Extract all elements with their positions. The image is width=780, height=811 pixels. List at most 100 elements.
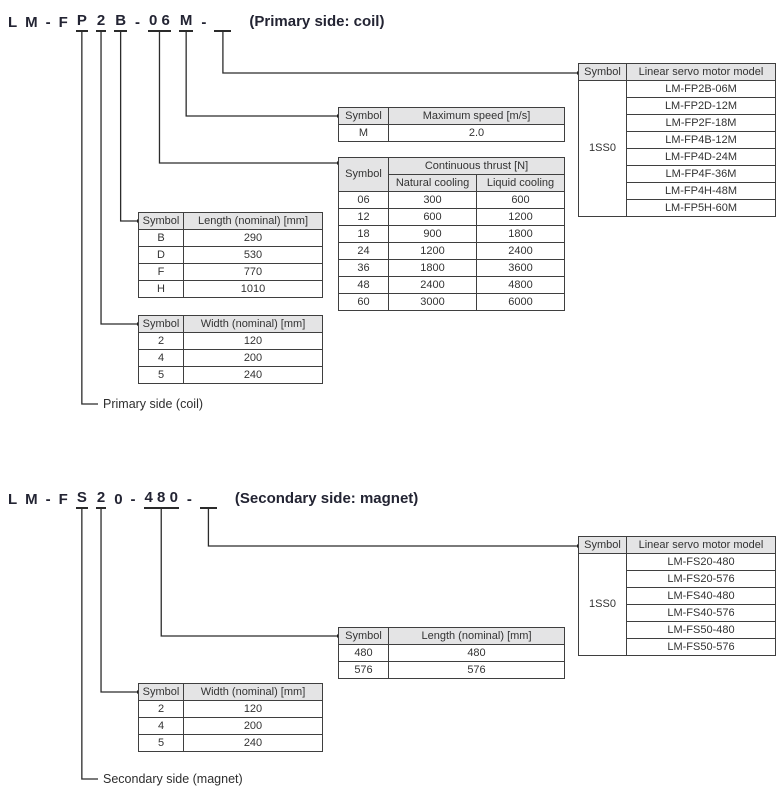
- column-subheader: Natural cooling: [388, 174, 477, 192]
- code-char: -: [130, 491, 136, 508]
- symbol-cell: B: [138, 229, 184, 247]
- symbol-cell: 1SS0: [578, 80, 627, 217]
- code-char: M: [25, 14, 38, 31]
- secondary-section-note: (Secondary side: magnet): [234, 490, 419, 507]
- table-row: M 2.0: [338, 124, 565, 142]
- table-row: LM-FP4D-24M: [579, 148, 776, 166]
- column-header: Symbol: [138, 683, 184, 701]
- code-symbol-width: 2: [95, 489, 107, 509]
- model-cell: LM-FS20-480: [626, 553, 776, 571]
- table-row: LM-FS50-576: [579, 638, 776, 656]
- value-cell: 240: [183, 366, 323, 384]
- value-cell: 240: [183, 734, 323, 752]
- column-header: Linear servo motor model: [626, 63, 776, 81]
- connector-line: [81, 508, 98, 780]
- symbol-cell: 1SS0: [578, 553, 627, 656]
- table-row: LM-FP5H-60M: [579, 199, 776, 217]
- table-row: LM-FS20-576: [579, 570, 776, 588]
- value-cell: 200: [183, 717, 323, 735]
- value-cell: 1010: [183, 280, 323, 298]
- value-cell: 6000: [476, 293, 565, 311]
- value-cell: 3600: [476, 259, 565, 277]
- connector-line: [185, 31, 338, 117]
- symbol-cell: F: [138, 263, 184, 281]
- value-cell: 1200: [476, 208, 565, 226]
- model-cell: LM-FP2B-06M: [626, 80, 776, 98]
- model-cell: LM-FS20-576: [626, 570, 776, 588]
- primary-speed-table: Symbol Maximum speed [m/s] M 2.0: [338, 107, 565, 142]
- code-symbol-secondary: S: [75, 489, 88, 509]
- code-char: -: [45, 14, 51, 31]
- column-header: Symbol: [578, 63, 627, 81]
- value-cell: 600: [388, 208, 477, 226]
- value-cell: 120: [183, 700, 323, 718]
- code-symbol-model-blank: [214, 12, 232, 32]
- value-cell: 2.0: [388, 124, 565, 142]
- symbol-cell: 06: [338, 191, 389, 209]
- code-char: L: [8, 491, 18, 508]
- value-cell: 530: [183, 246, 323, 264]
- column-header: Length (nominal) [mm]: [183, 212, 323, 230]
- symbol-cell: 480: [338, 644, 389, 662]
- value-cell: 200: [183, 349, 323, 367]
- model-cell: LM-FS40-480: [626, 587, 776, 605]
- symbol-cell: 5: [138, 734, 184, 752]
- code-symbol-model-blank: [199, 489, 217, 509]
- primary-thrust-table: Symbol Continuous thrust [N] Natural coo…: [338, 157, 565, 311]
- symbol-cell: 24: [338, 242, 389, 260]
- symbol-cell: 12: [338, 208, 389, 226]
- code-symbol-length: B: [114, 12, 128, 32]
- value-cell: 3000: [388, 293, 477, 311]
- value-cell: 120: [183, 332, 323, 350]
- model-cell: LM-FP4F-36M: [626, 165, 776, 183]
- column-header: Symbol: [338, 157, 389, 192]
- value-cell: 770: [183, 263, 323, 281]
- connector-line: [222, 31, 578, 74]
- model-cell: LM-FP2D-12M: [626, 97, 776, 115]
- column-header: Width (nominal) [mm]: [183, 683, 323, 701]
- column-header: Width (nominal) [mm]: [183, 315, 323, 333]
- model-cell: LM-FP4D-24M: [626, 148, 776, 166]
- symbol-cell: 18: [338, 225, 389, 243]
- value-cell: 2400: [388, 276, 477, 294]
- symbol-cell: 60: [338, 293, 389, 311]
- code-char: F: [58, 491, 68, 508]
- column-subheader: Liquid cooling: [476, 174, 565, 192]
- model-cell: LM-FS50-576: [626, 638, 776, 656]
- code-char: M: [25, 491, 38, 508]
- symbol-cell: D: [138, 246, 184, 264]
- connector-line: [158, 31, 338, 164]
- value-cell: 1200: [388, 242, 477, 260]
- model-cell: LM-FP5H-60M: [626, 199, 776, 217]
- column-header: Linear servo motor model: [626, 536, 776, 554]
- symbol-cell: 5: [138, 366, 184, 384]
- model-cell: LM-FP4H-48M: [626, 182, 776, 200]
- code-symbol-width: 2: [95, 12, 107, 32]
- primary-model-code: L M - F P 2 B - 0 6 M - (Primary side: c…: [8, 12, 384, 32]
- code-char: F: [58, 14, 68, 31]
- column-header: Length (nominal) [mm]: [388, 627, 565, 645]
- symbol-cell: 4: [138, 717, 184, 735]
- connector-line: [160, 508, 338, 637]
- code-symbol-length: 4 8 0: [143, 489, 179, 509]
- code-char: -: [186, 491, 192, 508]
- symbol-cell: 2: [138, 700, 184, 718]
- secondary-side-label: Secondary side (magnet): [103, 772, 243, 786]
- code-symbol-thrust: 0 6: [148, 12, 171, 32]
